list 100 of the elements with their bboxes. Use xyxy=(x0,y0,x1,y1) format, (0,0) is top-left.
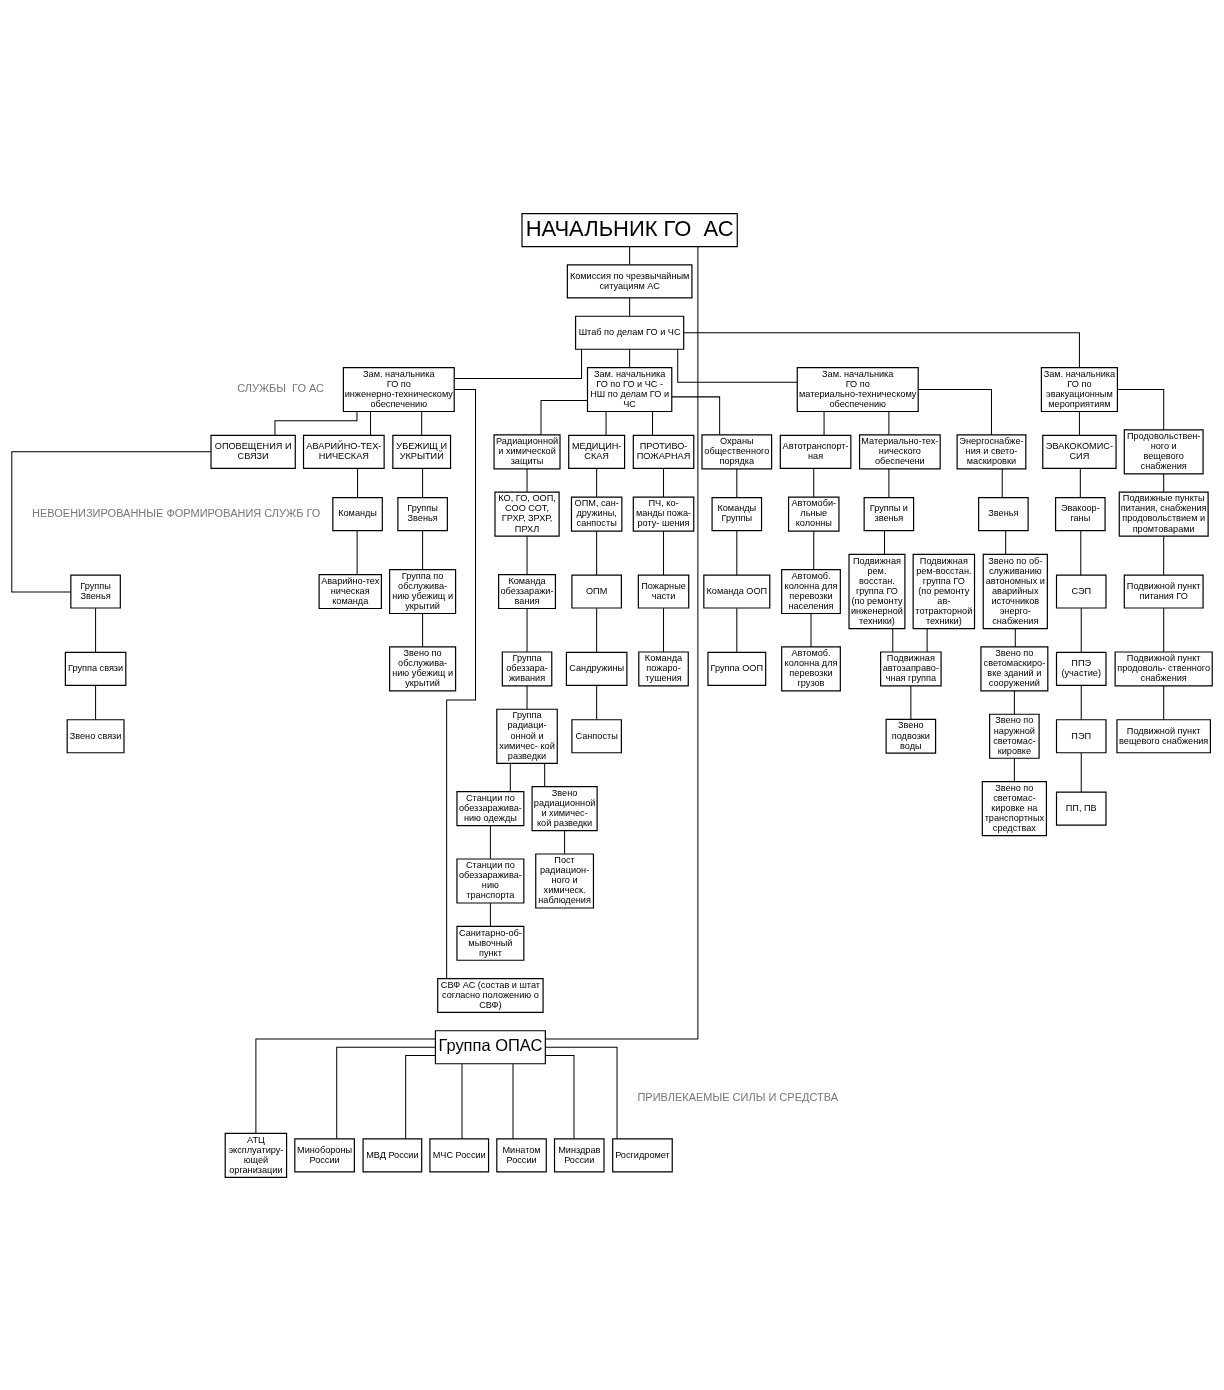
connector xyxy=(683,331,1080,368)
connector xyxy=(596,467,598,497)
node-box: Группы Звенья xyxy=(397,496,448,531)
connector xyxy=(629,245,631,265)
connector xyxy=(422,612,424,647)
node-box: Звенья xyxy=(978,496,1029,531)
node-box: Подвижной пункт питания ГО xyxy=(1123,573,1204,609)
connector xyxy=(489,824,491,859)
connector xyxy=(1080,607,1082,653)
node-box: Материально-тех- нического обеспечени xyxy=(858,433,941,469)
connector xyxy=(540,399,588,435)
connector xyxy=(629,348,631,368)
node-box: Команды xyxy=(332,496,383,531)
connector xyxy=(1013,757,1015,782)
node-box: ПП, ПВ xyxy=(1055,791,1107,826)
connector xyxy=(1078,410,1080,436)
node-box: Команда пожаро- тушения xyxy=(638,650,689,686)
node-box: Группа обеззара- живания xyxy=(501,650,553,686)
node-box: Зам. начальника ГО по эвакуационным мероприятиям xyxy=(1040,366,1118,412)
connector xyxy=(1163,535,1165,575)
connector xyxy=(422,529,424,570)
connector xyxy=(1117,388,1165,430)
node-box: Группы и звенья xyxy=(863,496,915,531)
connector xyxy=(736,529,738,576)
node-box: Команды Группы xyxy=(711,496,763,531)
node-box: Охраны общественного порядка xyxy=(701,433,773,469)
node-box: Звено радиационной и химичес- кой разведки xyxy=(531,785,598,831)
connector xyxy=(11,450,212,592)
node-box: Продовольствен- ного и вещевого снабжения xyxy=(1123,428,1204,474)
connector xyxy=(95,607,97,653)
node-box: Звено по обслужива- нию убежищ и укрытий xyxy=(389,645,457,691)
node-box: Группа радиаци- онной и химичес- кой разведки xyxy=(496,708,558,764)
node-box: Подвижная рем. восстан. группа ГО (по ремонту инженерной техники) xyxy=(848,553,906,629)
connector xyxy=(813,467,815,497)
connector xyxy=(1163,472,1165,493)
node-box: ППЭ (участие) xyxy=(1055,651,1107,686)
connector xyxy=(888,467,890,498)
connector xyxy=(95,684,97,720)
node-box: Подвижные пункты питания, снабжения продовольствием и промтоварами xyxy=(1118,491,1209,537)
connector xyxy=(892,627,894,652)
connector xyxy=(446,388,476,979)
node-box: Минатом России xyxy=(496,1137,547,1172)
connector xyxy=(1080,529,1082,576)
node-box: Пост радиацион- ного и химическ. наблюдения xyxy=(535,852,595,909)
node-box: Команда ООП xyxy=(703,573,771,609)
connector xyxy=(677,348,798,383)
connector xyxy=(526,467,528,492)
node-box: Команда обеззаражи- вания xyxy=(498,573,557,609)
connector xyxy=(663,607,665,652)
connector xyxy=(926,627,928,652)
node-box: Подвижная рем-восстан. группа ГО (по ремонту ав- тотракторной техники) xyxy=(912,553,976,629)
node-box: ПРОТИВО- ПОЖАРНАЯ xyxy=(632,434,695,469)
node-box: УБЕЖИЩ И УКРЫТИЙ xyxy=(392,434,452,469)
connector xyxy=(336,1046,436,1139)
label: НЕВОЕНИЗИРОВАННЫЕ ФОРМИРОВАНИЯ СЛУЖБ ГО xyxy=(32,506,321,519)
connector xyxy=(813,530,815,570)
node-box: Автомоб. колонна для перевозки населения xyxy=(781,568,841,614)
node-box: Подвижная автозаправо- чная группа xyxy=(880,650,942,686)
connector xyxy=(1014,627,1016,647)
node-box: Станции по обеззаражива- нию одежды xyxy=(456,790,525,826)
connector xyxy=(1080,684,1082,720)
connector xyxy=(526,607,528,652)
node-box: Штаб по делам ГО и ЧС xyxy=(575,315,685,350)
label: ПРИВЛЕКАЕМЫЕ СИЛЫ И СРЕДСТВА xyxy=(637,1090,838,1103)
node-box: Группа по обслужива- нию убежищ и укрытий xyxy=(389,568,457,614)
node-box: Автомоби- льные колонны xyxy=(787,496,840,532)
connector xyxy=(526,684,528,710)
connector xyxy=(357,467,359,498)
connector xyxy=(544,1054,575,1139)
connector xyxy=(1079,467,1081,498)
node-box: Группа ОПАС xyxy=(434,1029,546,1064)
node-box: Эвакоор- ганы xyxy=(1055,496,1106,531)
connector xyxy=(544,245,699,1039)
connector xyxy=(596,530,598,575)
connector xyxy=(605,410,607,436)
connector xyxy=(509,762,511,792)
node-box: Группа связи xyxy=(64,651,127,686)
node-box: Автомоб. колонна для перевозки грузов xyxy=(781,645,841,691)
connector xyxy=(421,410,423,436)
node-box: Группа ООП xyxy=(707,651,767,686)
node-box: Комиссия по чрезвычайным ситуациям АС xyxy=(566,263,693,299)
node-box: Аварийно-тех ническая команда xyxy=(318,573,382,609)
node-box: СВФ АС (состав и штат согласно положению о СВФ) xyxy=(437,977,544,1013)
node-box: Станции по обеззаражива- нию транспорта xyxy=(456,857,525,904)
node-box: АТЦ эксплуатиру- ющей организации xyxy=(224,1132,288,1178)
node-box: Радиационной и химической защиты xyxy=(493,433,561,469)
node-box: АВАРИЙНО-ТЕХ- НИЧЕСКАЯ xyxy=(302,434,385,469)
connector xyxy=(652,410,654,436)
node-box: НАЧАЛЬНИК ГО АС xyxy=(521,212,738,247)
node-box: Звено связи xyxy=(66,718,125,753)
node-box: Зам. начальника ГО по инженерно-техническому обеспечению xyxy=(342,366,455,412)
node-box: ОПМ, сан- дружины, санпосты xyxy=(570,496,623,532)
node-box: Звено подвозки воды xyxy=(885,718,937,754)
node-box: Зам. начальника ГО по ГО и ЧС - НШ по делам ГО и ЧС xyxy=(586,366,673,412)
node-box: Росгидромет xyxy=(612,1137,673,1172)
connector xyxy=(526,535,528,575)
node-box: Сандружины xyxy=(565,651,628,686)
node-box: Звено по светомаскиро- вке зданий и сооружений xyxy=(980,645,1049,691)
label: СЛУЖБЫ ГО АС xyxy=(237,381,325,394)
connector xyxy=(917,388,992,435)
